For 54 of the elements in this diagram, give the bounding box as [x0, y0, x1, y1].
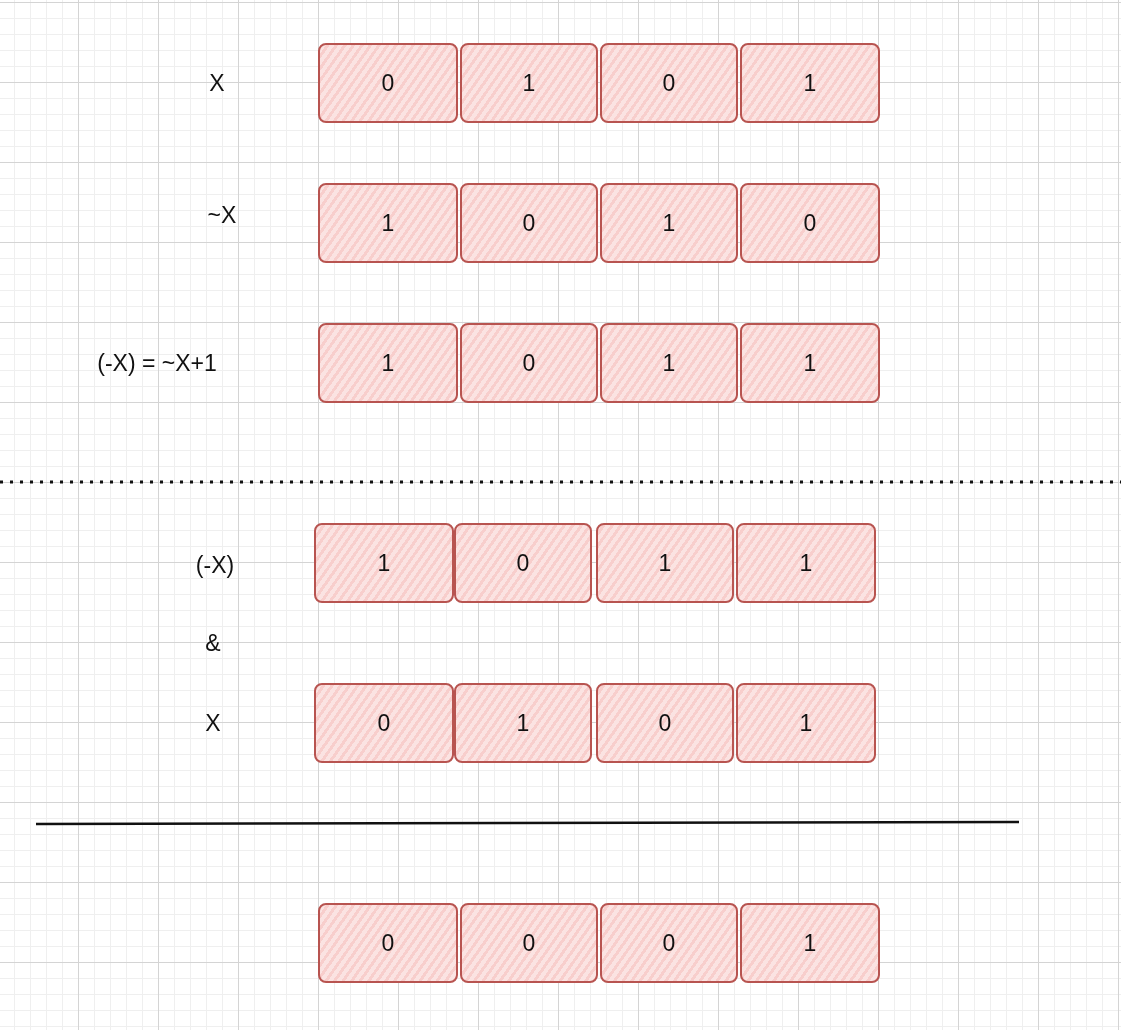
bit-box	[318, 43, 458, 123]
bit-box	[460, 323, 598, 403]
bit-box	[454, 683, 592, 763]
bit-value: 0	[662, 69, 676, 97]
bit-value: 0	[522, 349, 536, 377]
bit-value: 0	[658, 709, 672, 737]
bit-box	[740, 43, 880, 123]
bit-value: 1	[799, 709, 813, 737]
row-label: (-X)	[195, 551, 235, 579]
bit-box	[318, 183, 458, 263]
bit-value: 1	[381, 209, 395, 237]
bit-box	[460, 903, 598, 983]
bit-box	[596, 523, 734, 603]
bit-value: 1	[662, 349, 676, 377]
row-label: X	[209, 69, 225, 97]
row-label: X	[205, 709, 221, 737]
bit-box	[460, 43, 598, 123]
bit-box	[600, 183, 738, 263]
bit-value: 0	[522, 929, 536, 957]
bit-box	[736, 683, 876, 763]
bit-box	[740, 183, 880, 263]
bit-box	[318, 323, 458, 403]
bit-box	[596, 683, 734, 763]
bit-value: 1	[799, 549, 813, 577]
bit-box	[454, 523, 592, 603]
bit-box	[314, 523, 454, 603]
bit-value: 1	[658, 549, 672, 577]
bit-value: 1	[803, 69, 817, 97]
bit-value: 0	[662, 929, 676, 957]
bit-value: 1	[803, 349, 817, 377]
bit-box	[740, 323, 880, 403]
bit-value: 1	[803, 929, 817, 957]
bit-value: 0	[377, 709, 391, 737]
bit-value: 1	[516, 709, 530, 737]
bit-box	[318, 903, 458, 983]
row-label: ~X	[207, 201, 237, 229]
bit-box	[600, 903, 738, 983]
bit-value: 0	[516, 549, 530, 577]
bit-box	[314, 683, 454, 763]
bit-box	[740, 903, 880, 983]
bit-value: 1	[662, 209, 676, 237]
bit-value: 1	[381, 349, 395, 377]
bit-box	[460, 183, 598, 263]
row-label: &	[205, 629, 221, 657]
bit-box	[600, 323, 738, 403]
bit-value: 1	[522, 69, 536, 97]
bit-value: 0	[381, 69, 395, 97]
row-label: (-X) = ~X+1	[97, 349, 217, 377]
bit-value: 0	[803, 209, 817, 237]
bit-box	[600, 43, 738, 123]
bit-value: 0	[522, 209, 536, 237]
bit-value: 1	[377, 549, 391, 577]
bit-box	[736, 523, 876, 603]
bit-value: 0	[381, 929, 395, 957]
